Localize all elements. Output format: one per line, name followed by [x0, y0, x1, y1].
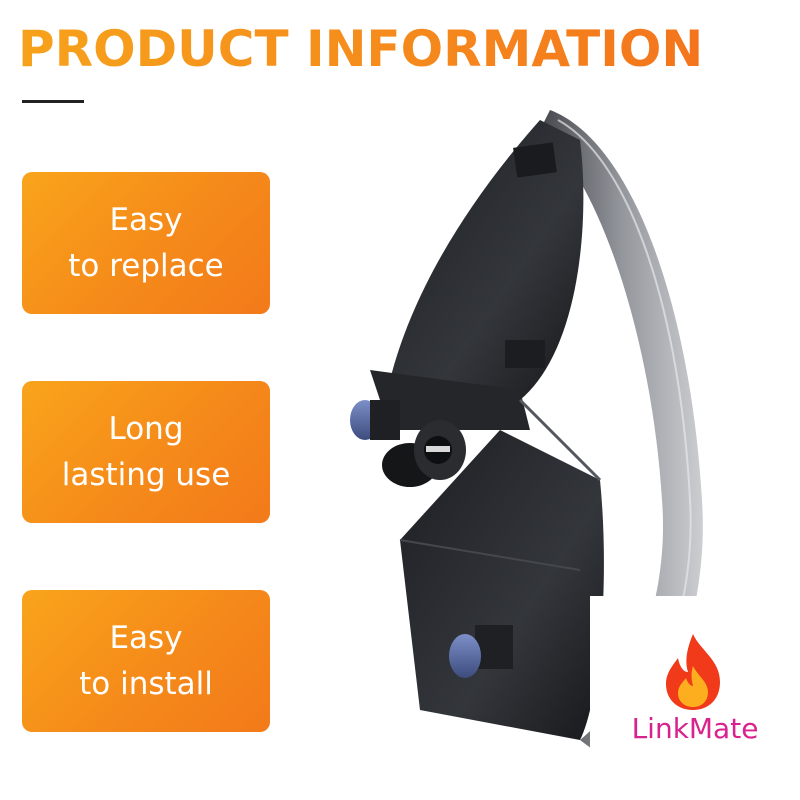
- feature-card-install: Easy to install: [22, 590, 270, 732]
- title-underline: [22, 100, 84, 103]
- feature-line-2: to install: [79, 666, 213, 702]
- feature-line-2: lasting use: [61, 457, 231, 493]
- feature-card-lasting: Long lasting use: [22, 381, 270, 523]
- feature-line-1: Long: [108, 411, 184, 447]
- feature-line-1: Easy: [109, 202, 183, 238]
- page-title: PRODUCT INFORMATION: [18, 14, 798, 84]
- brand-name: LinkMate: [631, 712, 759, 745]
- feature-line-2: to replace: [68, 248, 224, 284]
- flame-icon: [666, 634, 720, 710]
- headlight-product-image: [350, 110, 703, 755]
- feature-card-replace: Easy to replace: [22, 172, 270, 314]
- feature-line-1: Easy: [109, 620, 183, 656]
